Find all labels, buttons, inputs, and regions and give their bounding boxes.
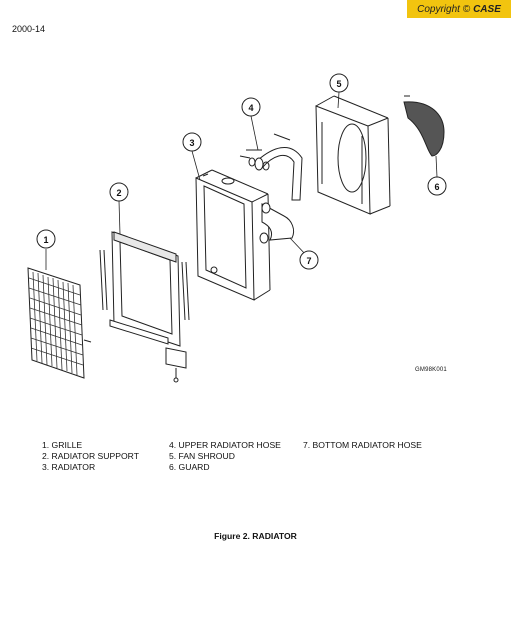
- callout-1-label: 1: [43, 235, 48, 245]
- legend-column-3: 7. BOTTOM RADIATOR HOSE: [303, 440, 422, 451]
- radiator-support-part: [99, 231, 190, 383]
- legend-item-bottom-radiator-hose: 7. BOTTOM RADIATOR HOSE: [303, 440, 422, 450]
- callout-1: [36, 229, 56, 249]
- copyright-banner: Copyright © CASE: [407, 0, 511, 18]
- legend-column-2: 4. UPPER RADIATOR HOSE 5. FAN SHROUD 6. …: [169, 440, 281, 473]
- callout-2: [109, 182, 129, 202]
- callout-6-label: 6: [434, 182, 439, 192]
- figure-code: GM98K001: [415, 367, 447, 373]
- callout-5-label: 5: [336, 79, 341, 89]
- legend-item-guard: 6. GUARD: [169, 462, 210, 472]
- callout-3: [182, 132, 202, 152]
- grille-part: [27, 267, 92, 379]
- callout-7-label: 7: [306, 256, 311, 266]
- figure-caption: Figure 2. RADIATOR: [214, 531, 297, 541]
- radiator-part: [195, 169, 271, 301]
- callout-7: [299, 250, 319, 270]
- legend-item-fan-shroud: 5. FAN SHROUD: [169, 451, 235, 461]
- legend-column-1: 1. GRILLE 2. RADIATOR SUPPORT 3. RADIATO…: [42, 440, 139, 473]
- legend-item-radiator-support: 2. RADIATOR SUPPORT: [42, 451, 139, 461]
- callout-4-label: 4: [248, 103, 253, 113]
- legend-item-radiator: 3. RADIATOR: [42, 462, 96, 472]
- case-logo: CASE: [473, 3, 501, 15]
- callout-6: [427, 176, 447, 196]
- fan-shroud-part: [315, 95, 391, 215]
- legend-item-upper-radiator-hose: 4. UPPER RADIATOR HOSE: [169, 440, 281, 450]
- callout-3-label: 3: [189, 138, 194, 148]
- legend-item-grille: 1. GRILLE: [42, 440, 83, 450]
- callout-2-label: 2: [116, 188, 121, 198]
- callout-5: [329, 73, 349, 93]
- upper-radiator-hose-part: [239, 133, 303, 201]
- bottom-radiator-hose-part: [259, 202, 295, 244]
- fan-guard-part: [403, 95, 445, 157]
- radiator-exploded-diagram: 1 2 3 4 5 6 7: [27, 73, 447, 383]
- page-code: 2000-14: [12, 24, 46, 34]
- copyright-text: Copyright ©: [417, 3, 471, 15]
- callout-4: [241, 97, 261, 117]
